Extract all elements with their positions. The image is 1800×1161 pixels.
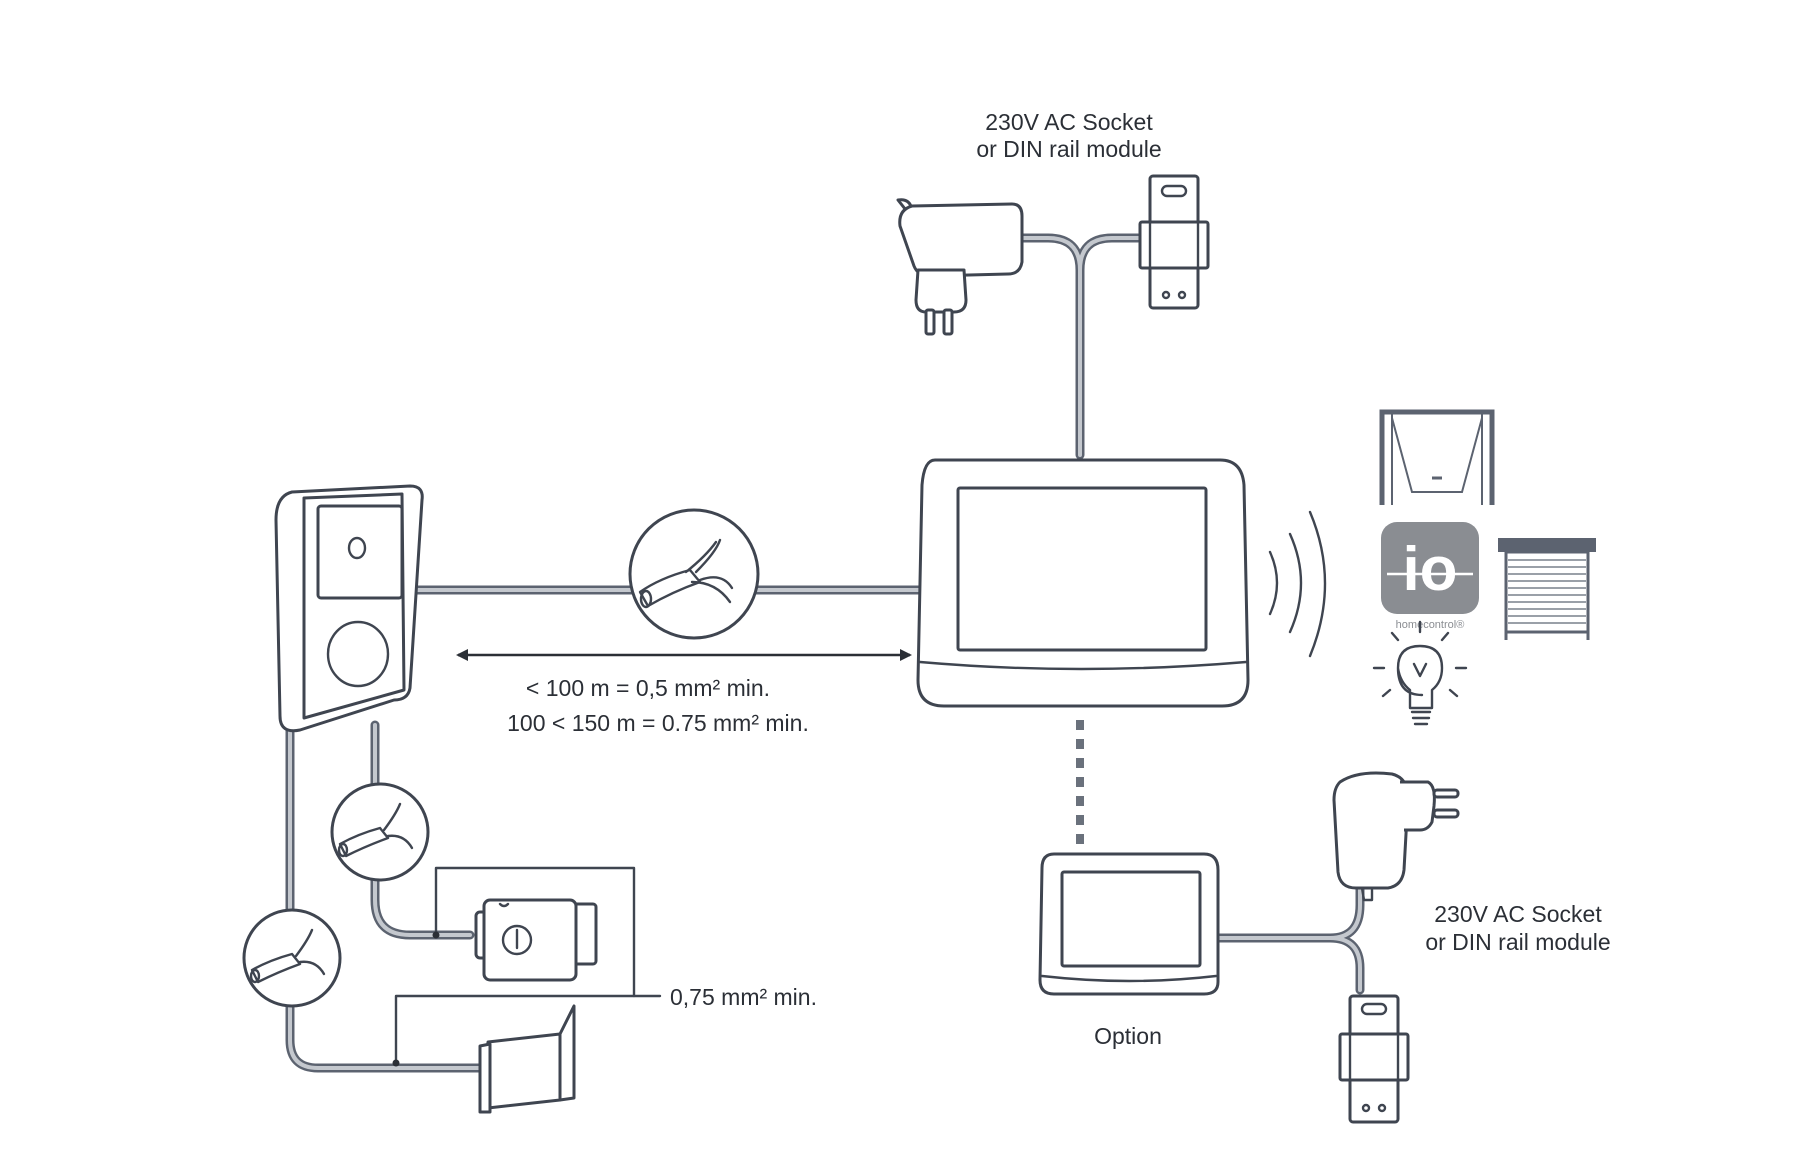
power-label-top-line2: or DIN rail module [976,136,1161,162]
door-station-icon [274,484,424,733]
din-rail-module-icon [1138,174,1210,310]
plug-adapter-icon [896,198,1024,336]
cables [285,233,1365,1073]
io-logo-mark: io [1402,535,1457,604]
din-rail-module-icon-bottom [1338,994,1410,1124]
radio-waves-icon [1268,510,1327,658]
plug-adapter-icon-bottom [1332,771,1460,902]
distance-label-line1: < 100 m = 0,5 mm² min. [526,675,770,701]
roller-shutter-icon [1498,538,1596,640]
cable-section-icon-main [628,508,760,640]
power-label-bottom-line2: or DIN rail module [1425,929,1610,955]
cable-section-icon-strike [330,782,430,882]
power-label-bottom-line1: 230V AC Socket [1434,901,1602,927]
io-logo-caption: homecontrol® [1396,619,1465,631]
distance-label-line2: 100 < 150 m = 0.75 mm² min. [507,710,809,736]
option-monitor-icon [1038,852,1220,996]
power-label-top-line1: 230V AC Socket [985,109,1153,135]
garage-door-icon [1379,409,1495,505]
monitor-icon [916,458,1250,708]
io-homecontrol-logo: io homecontrol® [1381,522,1479,631]
electric-strike-icon [474,898,598,982]
light-bulb-icon [1372,620,1468,726]
cable-section-icon-gate [242,908,342,1008]
wire-section-leaders [392,866,662,1067]
wire-section-label: 0,75 mm² min. [670,984,817,1010]
option-label: Option [1094,1023,1162,1049]
gate-lock-icon [478,1004,576,1114]
